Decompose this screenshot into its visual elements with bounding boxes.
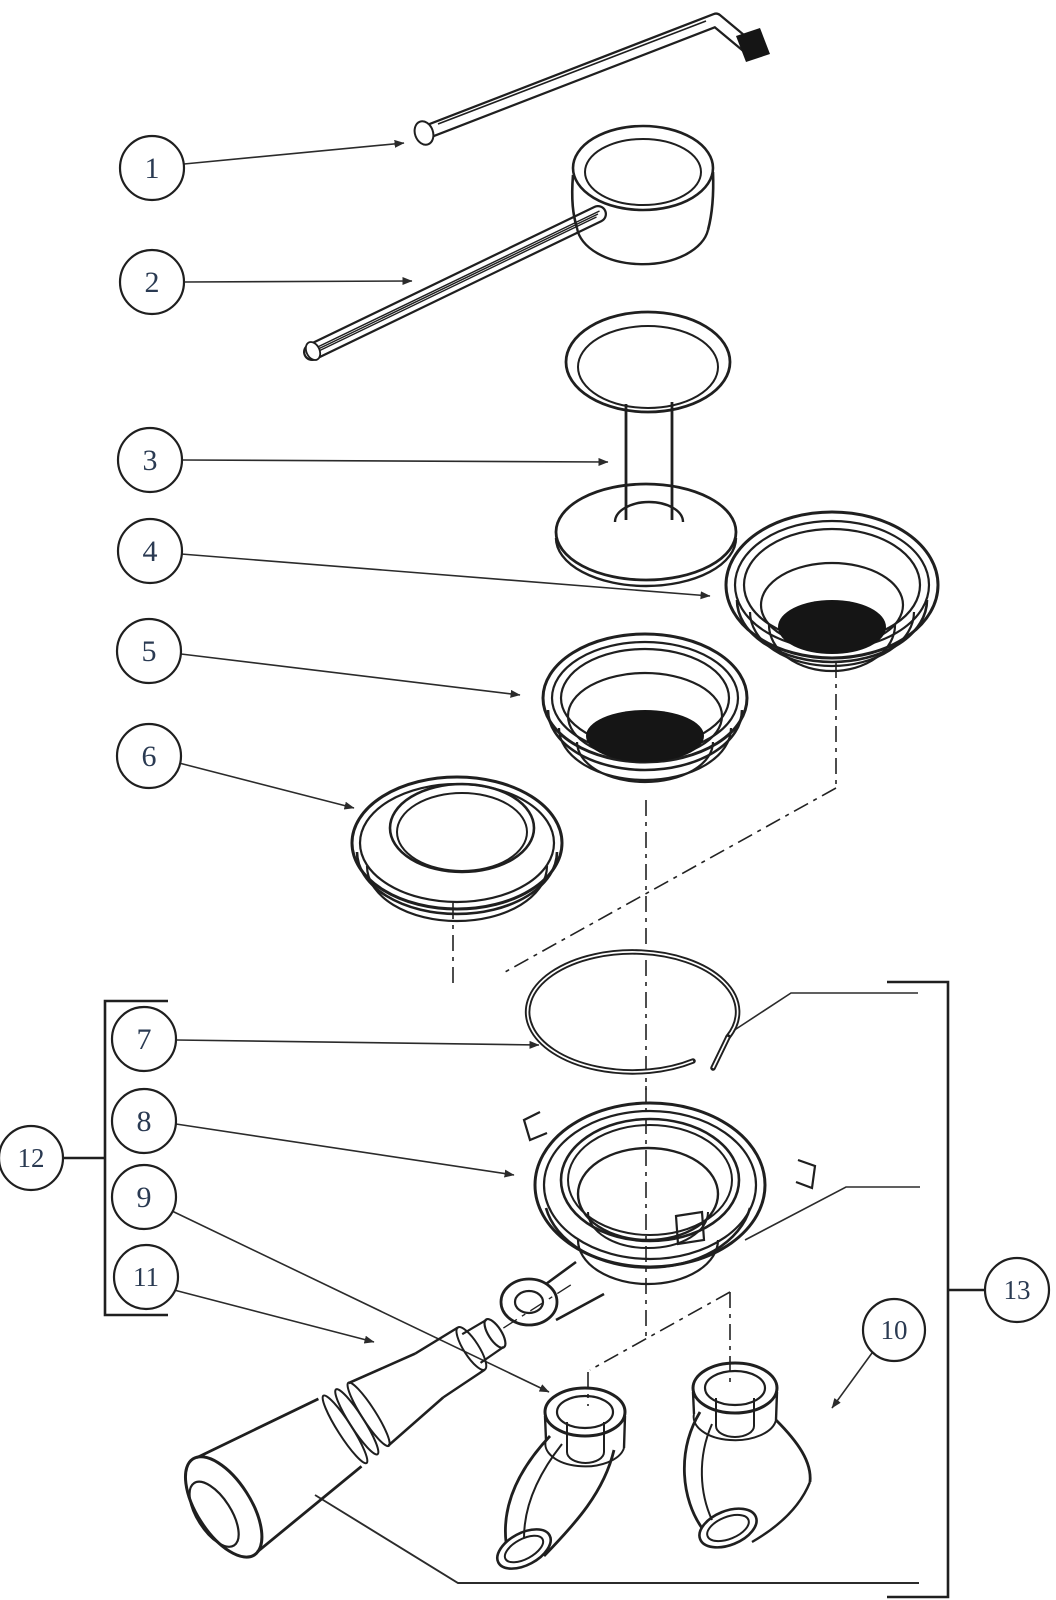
callout-6: 6 xyxy=(115,722,183,790)
callout-5: 5 xyxy=(115,617,183,685)
leader-2 xyxy=(183,277,413,286)
callout-13-number: 13 xyxy=(1004,1275,1031,1305)
alignment-axis-lines xyxy=(452,662,837,1406)
leader-lines xyxy=(171,139,873,1409)
part-handle xyxy=(183,1282,575,1559)
basket-coffee-bed xyxy=(778,600,886,654)
clip-to-bracket-line xyxy=(732,992,918,1032)
callouts: 1 2 3 4 5 6 7 8 xyxy=(0,134,1051,1363)
part-scoop xyxy=(303,124,715,361)
callout-10: 10 xyxy=(861,1297,927,1363)
callout-2: 2 xyxy=(118,248,186,316)
callout-12: 12 xyxy=(0,1124,65,1192)
leader-4 xyxy=(180,553,711,600)
part-tamper xyxy=(554,310,738,588)
callout-9: 9 xyxy=(110,1163,178,1231)
leader-3 xyxy=(181,457,609,466)
callout-1: 1 xyxy=(118,134,186,202)
handle-axis-line xyxy=(503,1282,575,1329)
callout-12-number: 12 xyxy=(18,1143,45,1173)
leader-11 xyxy=(173,1289,375,1344)
callout-8: 8 xyxy=(110,1087,178,1155)
part-single-spout xyxy=(496,1386,627,1570)
part-portafilter-body xyxy=(499,1101,817,1327)
handle-group-bottom-line xyxy=(314,1494,919,1584)
part-gasket xyxy=(350,775,564,923)
callout-4-number: 4 xyxy=(143,535,158,568)
callout-2-number: 2 xyxy=(145,266,160,299)
group-brackets xyxy=(63,980,985,1599)
callout-6-number: 6 xyxy=(142,740,157,773)
leader-5 xyxy=(180,653,521,698)
part-spring-clip xyxy=(524,949,741,1075)
callout-7: 7 xyxy=(110,1005,178,1073)
basket-coffee-bed xyxy=(586,710,704,762)
callout-7-number: 7 xyxy=(137,1023,152,1056)
callout-10-number: 10 xyxy=(881,1315,908,1345)
part-basket-single xyxy=(724,510,940,673)
part-double-spout xyxy=(683,1361,812,1549)
callout-1-number: 1 xyxy=(145,152,160,185)
leader-9 xyxy=(171,1210,550,1393)
callout-13: 13 xyxy=(983,1256,1051,1324)
callout-11: 11 xyxy=(112,1243,180,1311)
callout-5-number: 5 xyxy=(142,635,157,668)
body-front-lug xyxy=(674,1210,706,1246)
callout-3: 3 xyxy=(116,426,184,494)
part-hex-key xyxy=(413,12,770,146)
body-ear-right xyxy=(795,1158,817,1190)
axis-basket-single-diagonal xyxy=(504,787,837,973)
callout-8-number: 8 xyxy=(137,1105,152,1138)
axis-spout-diagonal xyxy=(589,1291,731,1371)
handle-boss xyxy=(545,1260,577,1286)
leader-7 xyxy=(175,1039,540,1049)
leader-8 xyxy=(175,1123,515,1178)
callout-11-number: 11 xyxy=(133,1262,159,1292)
bracket-13 xyxy=(887,980,950,1599)
callout-3-number: 3 xyxy=(143,444,158,477)
leader-1 xyxy=(183,139,405,165)
callout-9-number: 9 xyxy=(137,1181,152,1214)
callout-4: 4 xyxy=(116,517,184,585)
body-to-bracket-line xyxy=(744,1186,920,1241)
hex-tip xyxy=(736,28,770,62)
leader-6 xyxy=(178,762,355,810)
body-ear-left xyxy=(522,1111,548,1142)
leader-10 xyxy=(831,1352,873,1409)
part-basket-double xyxy=(541,632,749,784)
